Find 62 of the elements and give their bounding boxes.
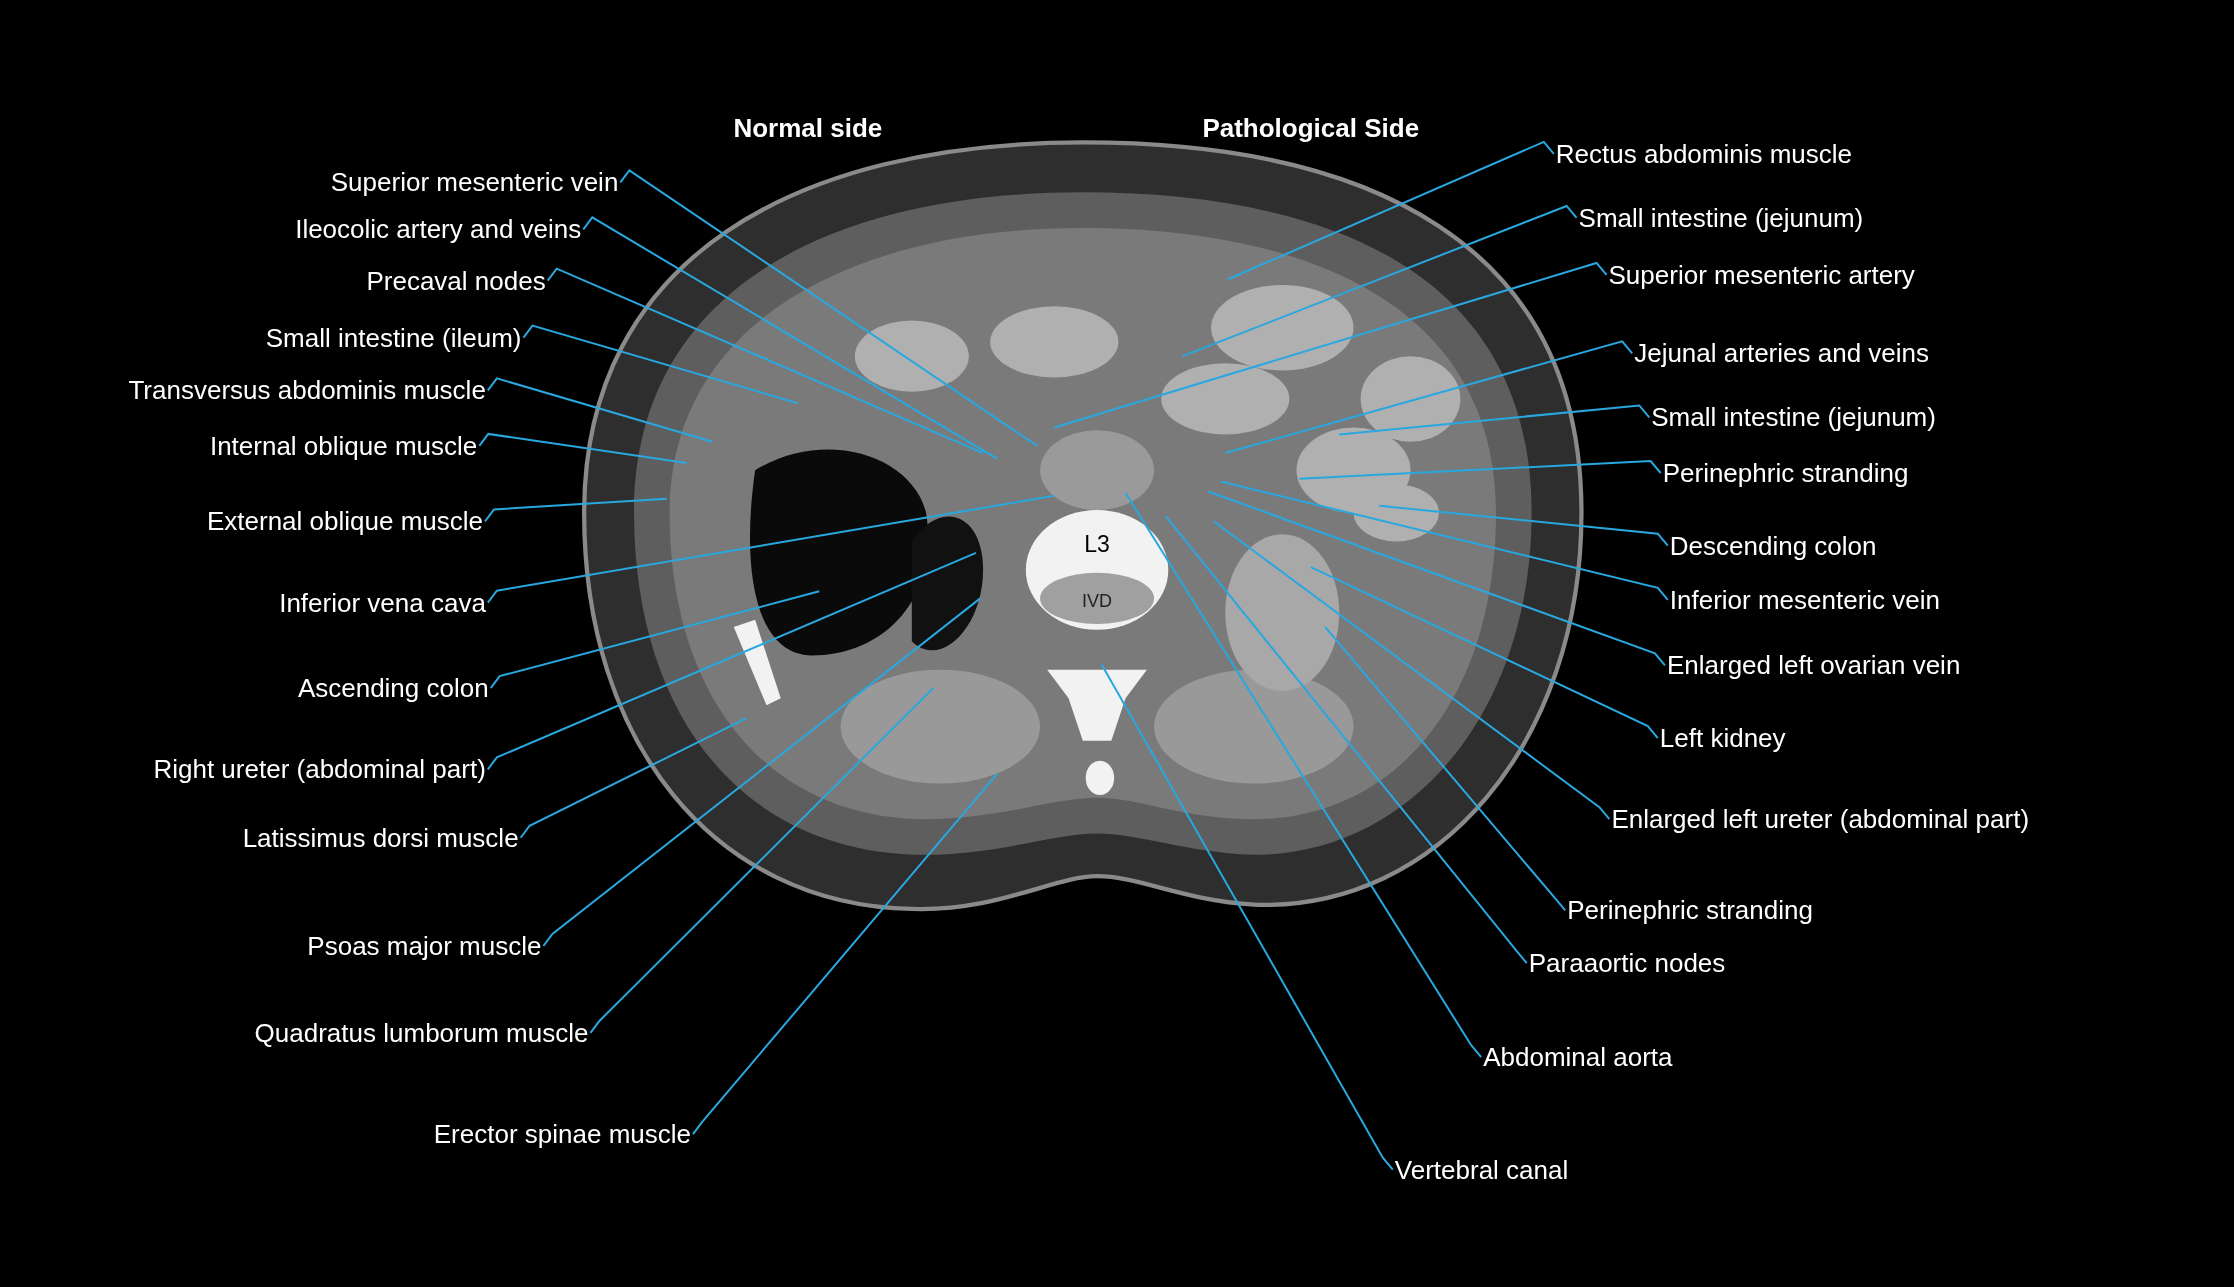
- leader-line: [1212, 520, 1611, 821]
- leader-line: [486, 551, 977, 771]
- structure-label: Transversus abdominis muscle: [128, 375, 486, 406]
- leader-line: [1220, 480, 1669, 601]
- structure-label: Abdominal aorta: [1483, 1042, 1673, 1073]
- side-heading: Pathological Side: [1202, 112, 1420, 144]
- leader-line: [692, 772, 999, 1136]
- structure-label: Enlarged left ovarian vein: [1666, 650, 1961, 681]
- structure-label: Perinephric stranding: [1662, 458, 1909, 488]
- structure-label: Paraaortic nodes: [1528, 948, 1726, 979]
- leader-line: [478, 432, 688, 465]
- structure-label: Inferior mesenteric vein: [1669, 584, 1941, 615]
- structure-label: Right ureter (abdominal part): [153, 754, 486, 785]
- structure-label: Perinephric stranding: [1567, 895, 1813, 926]
- leader-line: [1378, 504, 1669, 547]
- leader-line: [1338, 404, 1651, 436]
- structure-label: Ascending colon: [297, 673, 489, 704]
- structure-label: Small intestine (jejunum): [1578, 203, 1864, 233]
- structure-label: Enlarged left ureter (abdominal part): [1611, 804, 2030, 835]
- structure-label: Superior mesenteric artery: [1608, 259, 1915, 290]
- structure-label: Quadratus lumborum muscle: [254, 1017, 589, 1048]
- leader-line: [1181, 204, 1578, 358]
- leader-line: [619, 169, 1039, 447]
- leader-line: [484, 497, 668, 523]
- leader-line: [1309, 566, 1659, 739]
- leader-line: [1207, 490, 1666, 667]
- leader-line: [489, 590, 821, 690]
- leader-line: [1100, 662, 1394, 1171]
- leader-line: [582, 216, 999, 460]
- structure-label: Latissimus dorsi muscle: [242, 822, 519, 853]
- structure-label: Ileocolic artery and veins: [295, 214, 582, 245]
- vertebra-label: L3: [1084, 530, 1110, 558]
- leader-line: [589, 687, 935, 1034]
- leader-line: [522, 324, 799, 405]
- leader-line: [519, 717, 748, 839]
- structure-label: Small intestine (jejunum): [1651, 402, 1936, 433]
- leader-line: [1124, 491, 1483, 1059]
- structure-label: Inferior vena cava: [279, 587, 486, 618]
- structure-label: Descending colon: [1669, 530, 1877, 561]
- structure-label: Precaval nodes: [366, 265, 546, 296]
- leader-line: [1227, 140, 1555, 281]
- leader-line: [1298, 459, 1662, 480]
- structure-label: Vertebral canal: [1394, 1154, 1569, 1185]
- leader-line: [542, 597, 982, 947]
- structure-label: Internal oblique muscle: [209, 430, 478, 461]
- structure-label: Left kidney: [1659, 723, 1786, 753]
- leader-line: [546, 267, 985, 455]
- leader-line: [1053, 261, 1608, 429]
- leader-line: [486, 377, 714, 443]
- structure-label: Rectus abdominis muscle: [1555, 138, 1853, 169]
- leader-line: [486, 494, 1056, 604]
- structure-label: External oblique muscle: [206, 506, 483, 537]
- structure-label: Small intestine (ileum): [265, 322, 522, 353]
- structure-label: Psoas major muscle: [307, 931, 542, 961]
- leader-line: [1164, 514, 1528, 965]
- structure-label: Jejunal arteries and veins: [1634, 338, 1929, 369]
- side-heading: Normal side: [733, 112, 883, 144]
- vertebra-label: IVD: [1082, 590, 1113, 612]
- leader-line: [1224, 340, 1634, 455]
- structure-label: Erector spinae muscle: [433, 1119, 691, 1150]
- structure-label: Superior mesenteric vein: [330, 167, 619, 198]
- leader-line: [1324, 625, 1567, 912]
